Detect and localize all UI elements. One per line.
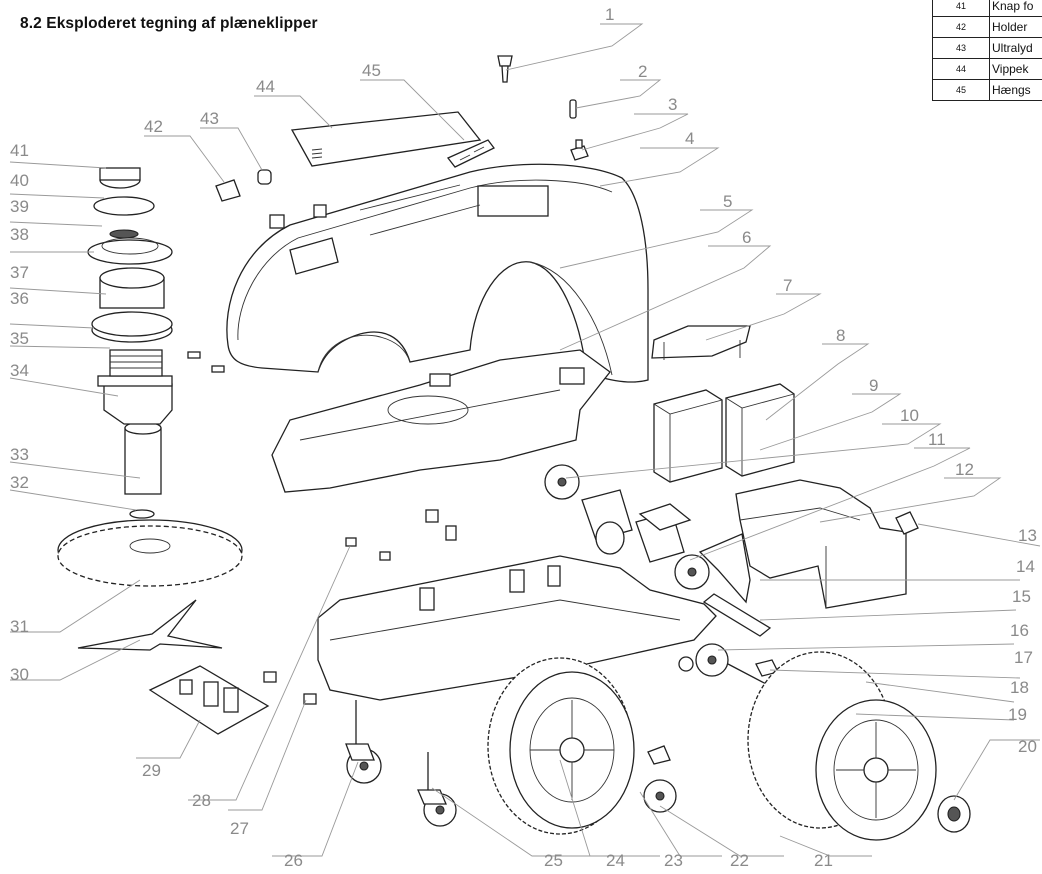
part-2-pin xyxy=(569,99,577,119)
callout-34: 34 xyxy=(10,361,29,380)
callout-45: 45 xyxy=(362,61,381,80)
callout-36: 36 xyxy=(10,289,29,308)
part-name: Hængs xyxy=(989,79,1042,101)
callout-24: 24 xyxy=(606,851,625,870)
part-name: Vippek xyxy=(989,58,1042,80)
callout-22: 22 xyxy=(730,851,749,870)
part-18-right-wheel xyxy=(747,651,937,841)
part-10-drive-motor xyxy=(544,464,751,604)
callout-43: 43 xyxy=(200,109,219,128)
callout-16: 16 xyxy=(1010,621,1029,640)
part-27-28-screws xyxy=(187,351,457,705)
part-6-chassis xyxy=(271,349,611,493)
diagram-title: 8.2 Eksploderet tegning af plæneklipper xyxy=(20,15,318,32)
callout-27: 27 xyxy=(230,819,249,838)
callout-32: 32 xyxy=(10,473,29,492)
callout-3: 3 xyxy=(668,95,677,114)
part-3-clip xyxy=(570,139,589,161)
part-45-hinge xyxy=(446,139,495,168)
callout-28: 28 xyxy=(192,791,211,810)
part-24-left-wheel xyxy=(487,657,635,835)
callout-14: 14 xyxy=(1016,557,1035,576)
part-42-holder xyxy=(215,179,241,202)
part-44-flap xyxy=(290,111,482,167)
callout-8: 8 xyxy=(836,326,845,345)
callout-7: 7 xyxy=(783,276,792,295)
part-31-cutting-disc xyxy=(57,519,243,587)
callout-15: 15 xyxy=(1012,587,1031,606)
callout-4: 4 xyxy=(685,129,694,148)
callout-18: 18 xyxy=(1010,678,1029,697)
callout-13: 13 xyxy=(1018,526,1037,545)
callout-21: 21 xyxy=(814,851,833,870)
callout-40: 40 xyxy=(10,171,29,190)
callout-6: 6 xyxy=(742,228,751,247)
callout-9: 9 xyxy=(869,376,878,395)
parts-illustration xyxy=(57,55,971,841)
part-20-hub-cap xyxy=(937,795,971,833)
callout-20: 20 xyxy=(1018,737,1037,756)
callout-11: 11 xyxy=(928,430,946,449)
callout-5: 5 xyxy=(723,192,732,211)
callout-35: 35 xyxy=(10,329,29,348)
callout-30: 30 xyxy=(10,665,29,684)
part-4-top-cover xyxy=(226,163,649,383)
part-26-caster xyxy=(345,700,457,827)
part-30-blade xyxy=(77,599,223,651)
part-13-connector xyxy=(895,511,919,535)
callout-39: 39 xyxy=(10,197,29,216)
callout-37: 37 xyxy=(10,263,29,282)
callout-2: 2 xyxy=(638,62,647,81)
part-9-battery xyxy=(653,383,795,483)
callout-44: 44 xyxy=(256,77,275,96)
part-29-pcb xyxy=(148,665,270,735)
callout-17: 17 xyxy=(1014,648,1033,667)
part-7-bracket xyxy=(651,325,751,360)
callout-42: 42 xyxy=(144,117,163,136)
callout-29: 29 xyxy=(142,761,161,780)
leader-lines xyxy=(9,23,1041,857)
part-motor-stack xyxy=(87,167,173,519)
callout-10: 10 xyxy=(900,406,919,425)
callout-26: 26 xyxy=(284,851,303,870)
callout-33: 33 xyxy=(10,445,29,464)
part-12-rear-cover xyxy=(735,479,907,609)
part-21-bottom-chassis xyxy=(317,555,717,701)
callout-labels: 1 2 3 4 5 6 7 8 9 10 11 12 13 14 15 16 1… xyxy=(10,5,1037,870)
callout-31: 31 xyxy=(10,617,29,636)
callout-25: 25 xyxy=(544,851,563,870)
part-name: Knap fo xyxy=(989,0,1042,17)
part-22-gear xyxy=(643,745,677,813)
callout-1: 1 xyxy=(605,5,614,24)
part-43-sensor xyxy=(257,169,272,185)
callout-41: 41 xyxy=(10,141,29,160)
callout-19: 19 xyxy=(1008,705,1027,724)
callout-38: 38 xyxy=(10,225,29,244)
part-16-gear xyxy=(678,643,779,687)
part-14-axle xyxy=(702,593,772,637)
callout-12: 12 xyxy=(955,460,974,479)
callout-23: 23 xyxy=(664,851,683,870)
